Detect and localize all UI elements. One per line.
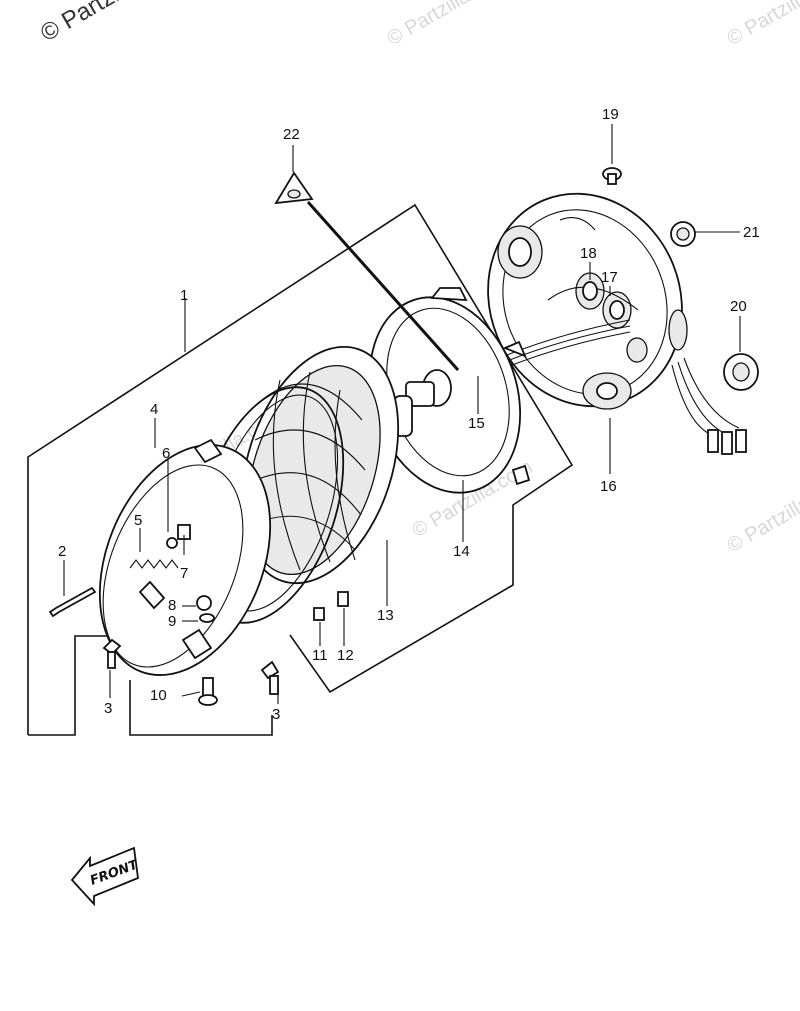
- callout-3: 3: [104, 700, 112, 717]
- callout-18: 18: [580, 245, 597, 262]
- nut: [196, 595, 212, 611]
- clamp-screw: [313, 607, 325, 621]
- assembly-bracket-lower-2: [129, 680, 273, 736]
- screw: [260, 660, 280, 695]
- leader-lines: [63, 124, 741, 704]
- callout-20: 20: [730, 298, 747, 315]
- callout-13: 13: [377, 607, 394, 624]
- assembly-bracket-outline: [27, 203, 574, 735]
- callout-2: 2: [58, 543, 66, 560]
- callout-16: 16: [600, 478, 617, 495]
- adjuster-spring: [129, 559, 179, 569]
- callout-9: 9: [168, 613, 176, 630]
- callout-14: 14: [453, 543, 470, 560]
- callout-22: 22: [283, 126, 300, 143]
- callout-12: 12: [337, 647, 354, 664]
- grommet: [582, 281, 598, 301]
- washer: [199, 613, 215, 623]
- grommet: [723, 353, 759, 391]
- callout-10: 10: [150, 687, 167, 704]
- screw: [198, 677, 218, 706]
- headlight-rim: [98, 438, 272, 676]
- grommet: [609, 300, 625, 320]
- callout-3: 3: [272, 706, 280, 723]
- cap-wire: [306, 201, 460, 371]
- sealed-beam-unit: [240, 345, 400, 585]
- cap: [274, 171, 314, 205]
- callout-21: 21: [743, 224, 760, 241]
- front-arrow-icon: [70, 846, 139, 907]
- callout-19: 19: [602, 106, 619, 123]
- clamp: [337, 591, 349, 607]
- screw: [102, 638, 122, 669]
- wire-connectors: [707, 429, 747, 455]
- grommet: [670, 221, 696, 247]
- front-arrow: FRONT: [70, 846, 141, 907]
- callout-8: 8: [168, 597, 176, 614]
- callout-7: 7: [180, 565, 188, 582]
- callout-15: 15: [468, 415, 485, 432]
- callout-4: 4: [150, 401, 158, 418]
- callout-6: 6: [162, 445, 170, 462]
- adjuster-washer: [166, 537, 178, 549]
- bolt: [602, 167, 622, 185]
- adjusting-screw: [48, 586, 97, 618]
- wire-harness: [671, 357, 740, 436]
- callout-1: 1: [180, 287, 188, 304]
- callout-17: 17: [601, 269, 618, 286]
- assembly-bracket-lower: [28, 635, 108, 736]
- callout-5: 5: [134, 512, 142, 529]
- callout-11: 11: [312, 647, 328, 664]
